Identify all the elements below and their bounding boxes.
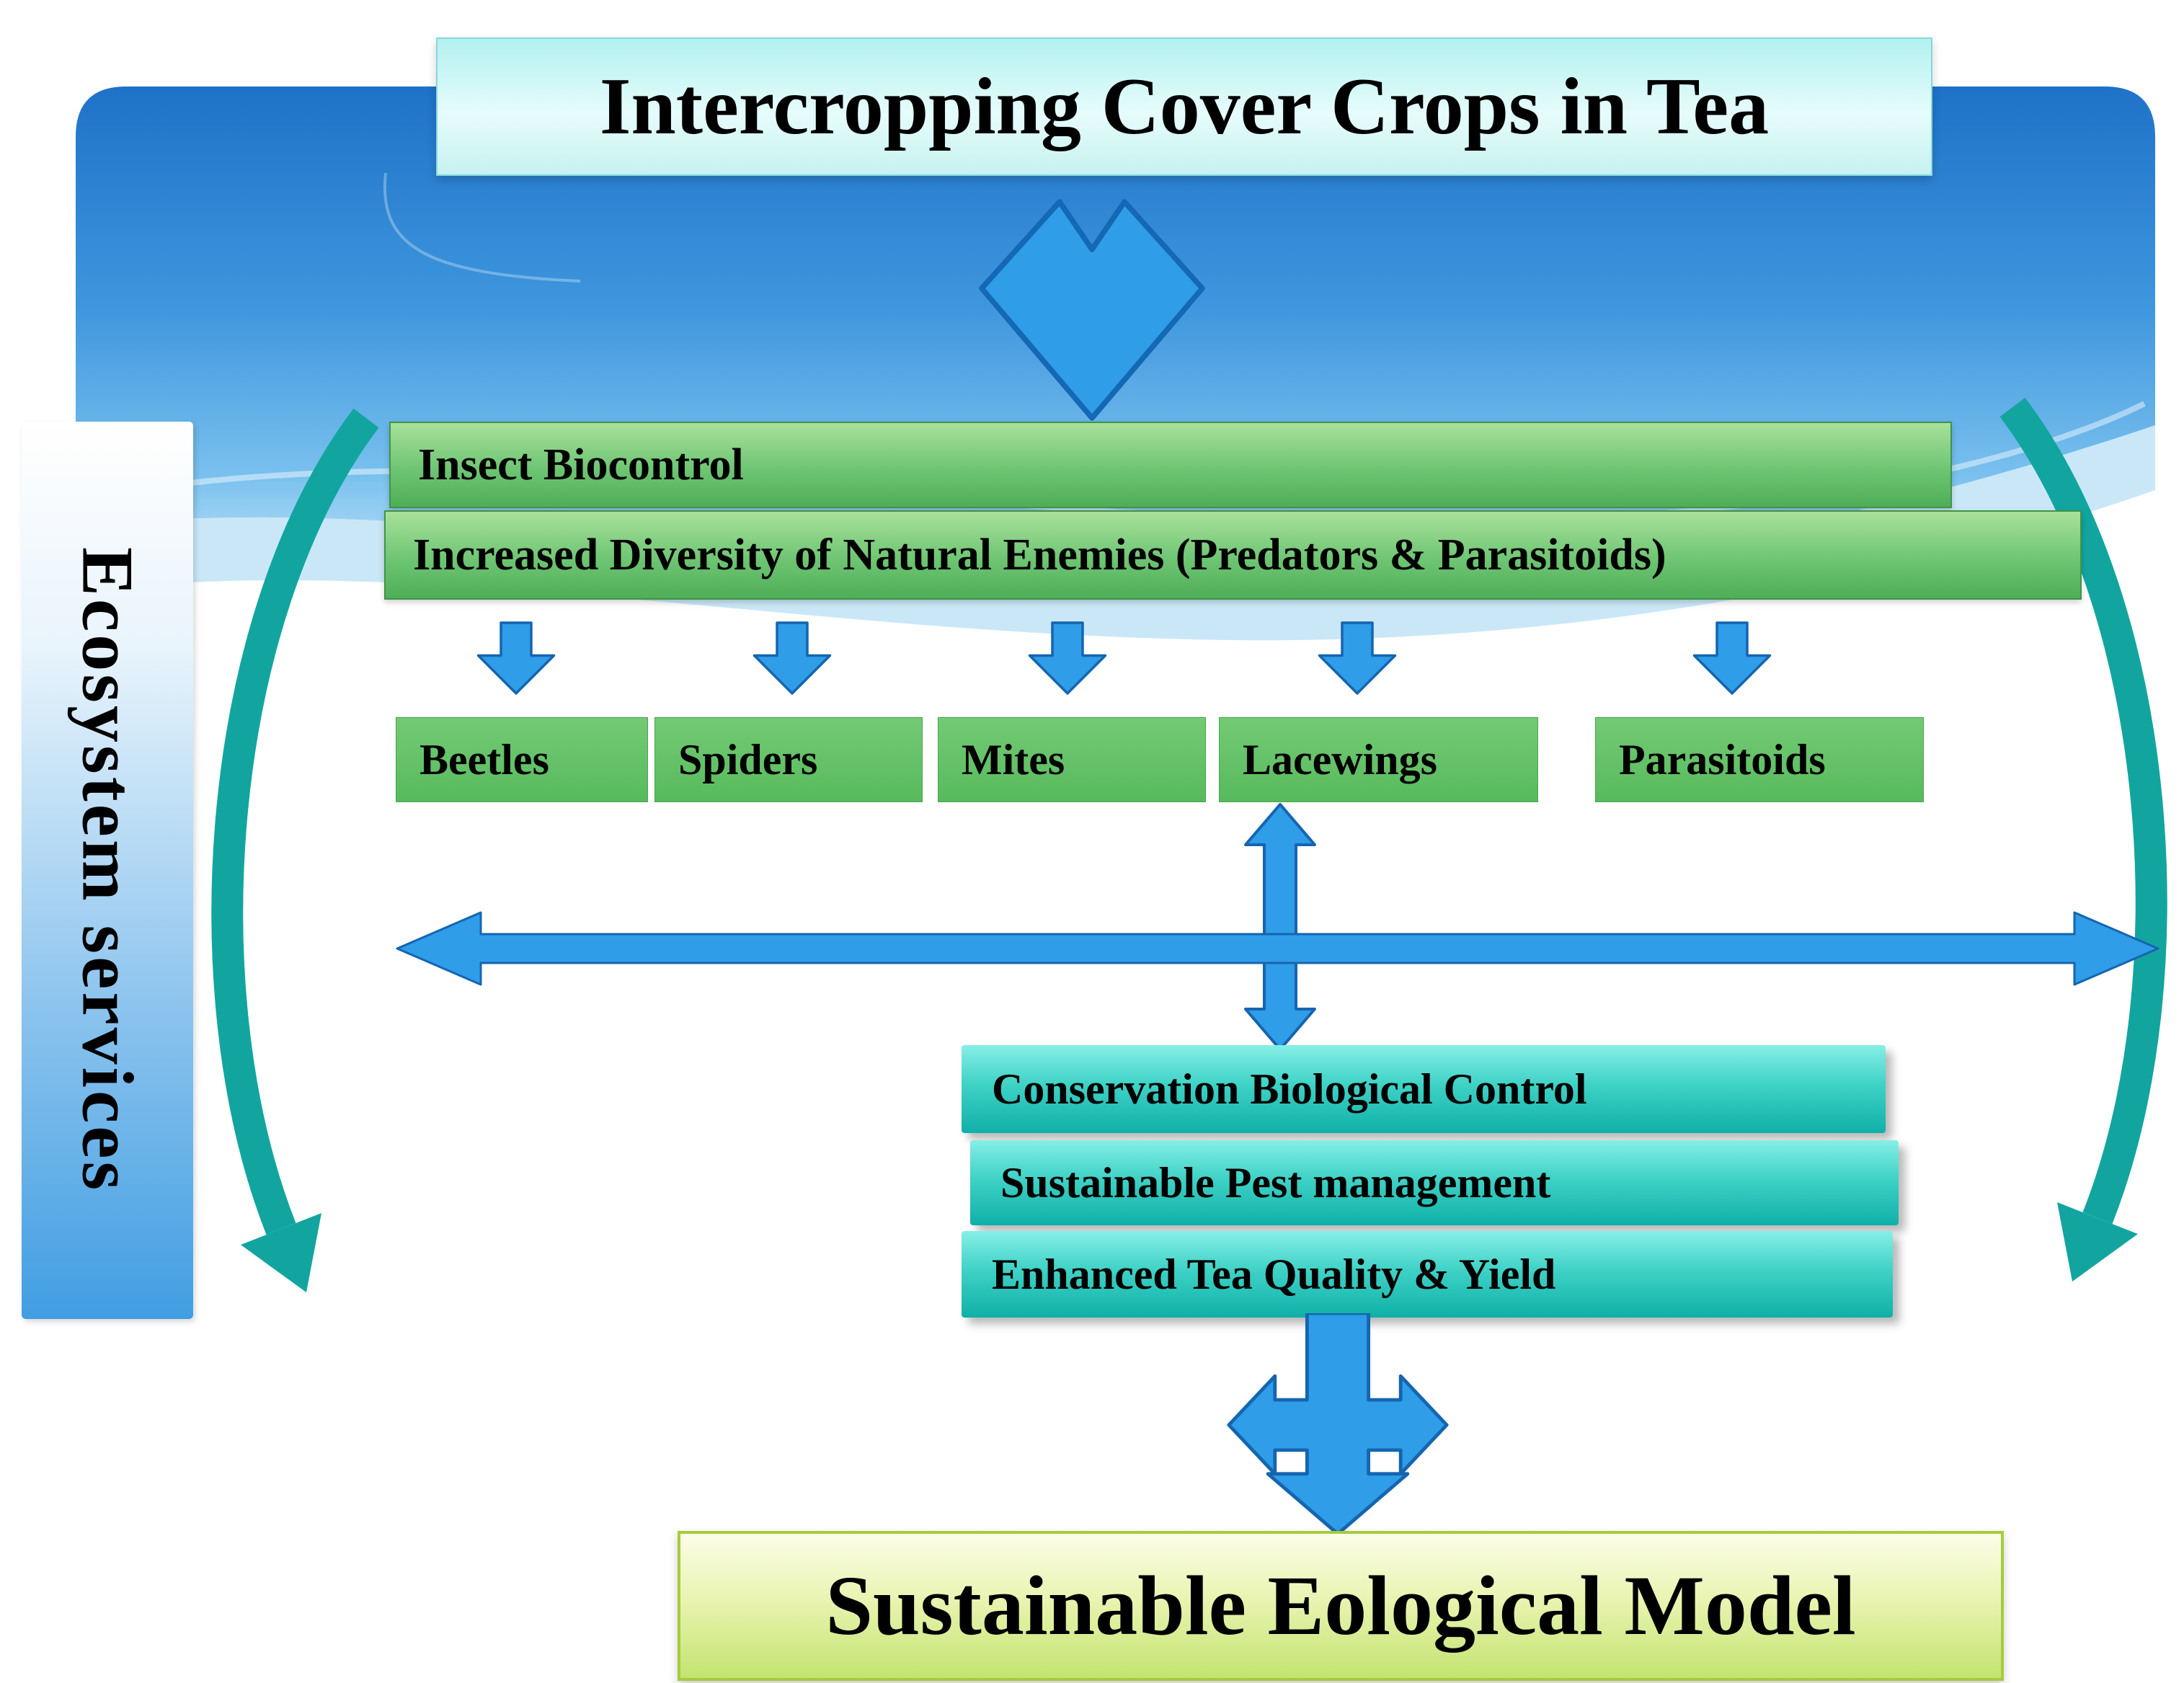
outcome-label: Enhanced Tea Quality & Yield [992,1250,1556,1298]
down-arrow-icon [1318,621,1397,695]
insect-biocontrol-label: Insect Biocontrol [418,440,744,489]
outcome-box-tea-quality: Enhanced Tea Quality & Yield [962,1231,1893,1318]
increased-diversity-bar: Increased Diversity of Natural Enemies (… [384,510,2082,600]
ecosystem-services-banner: Ecosystem services [22,422,193,1319]
ecosystem-services-label: Ecosystem services [66,547,148,1194]
outcome-label: Conservation Biological Control [992,1065,1587,1113]
enemy-box-parasitoids: Parasitoids [1595,717,1924,802]
enemy-label: Parasitoids [1619,735,1826,783]
page-title: Intercropping Cover Crops in Tea [599,61,1770,151]
down-arrow-icon [1692,621,1772,695]
enemy-label: Spiders [678,735,818,783]
increased-diversity-label: Increased Diversity of Natural Enemies (… [413,530,1666,579]
enemy-box-mites: Mites [938,717,1206,802]
enemy-box-beetles: Beetles [396,717,648,802]
enemy-label: Beetles [420,735,549,783]
enemy-label: Mites [962,735,1065,783]
right-curved-arrow-icon [1999,397,2167,1282]
outcome-box-pest-management: Sustainable Pest management [970,1140,1899,1225]
outcome-box-conservation: Conservation Biological Control [962,1045,1886,1133]
big-down-arrow-icon [1227,1313,1449,1536]
outcome-label: Sustainable Pest management [1000,1158,1551,1207]
insect-biocontrol-bar: Insect Biocontrol [389,422,1952,508]
sustainable-model-box: Sustainable Eological Model [678,1531,2004,1681]
enemy-box-spiders: Spiders [654,717,923,802]
down-arrow-icon [753,621,832,695]
left-curved-arrow-icon [211,408,379,1292]
enemy-label: Lacewings [1243,735,1437,783]
horizontal-double-arrow-icon [396,911,2159,986]
enemy-box-lacewings: Lacewings [1219,717,1538,802]
title-box: Intercropping Cover Crops in Tea [436,37,1932,176]
down-arrow-icon [476,621,556,695]
sustainable-model-label: Sustainable Eological Model [825,1558,1856,1653]
down-arrow-icon [1028,621,1107,695]
title-down-arrow-icon [979,199,1205,421]
